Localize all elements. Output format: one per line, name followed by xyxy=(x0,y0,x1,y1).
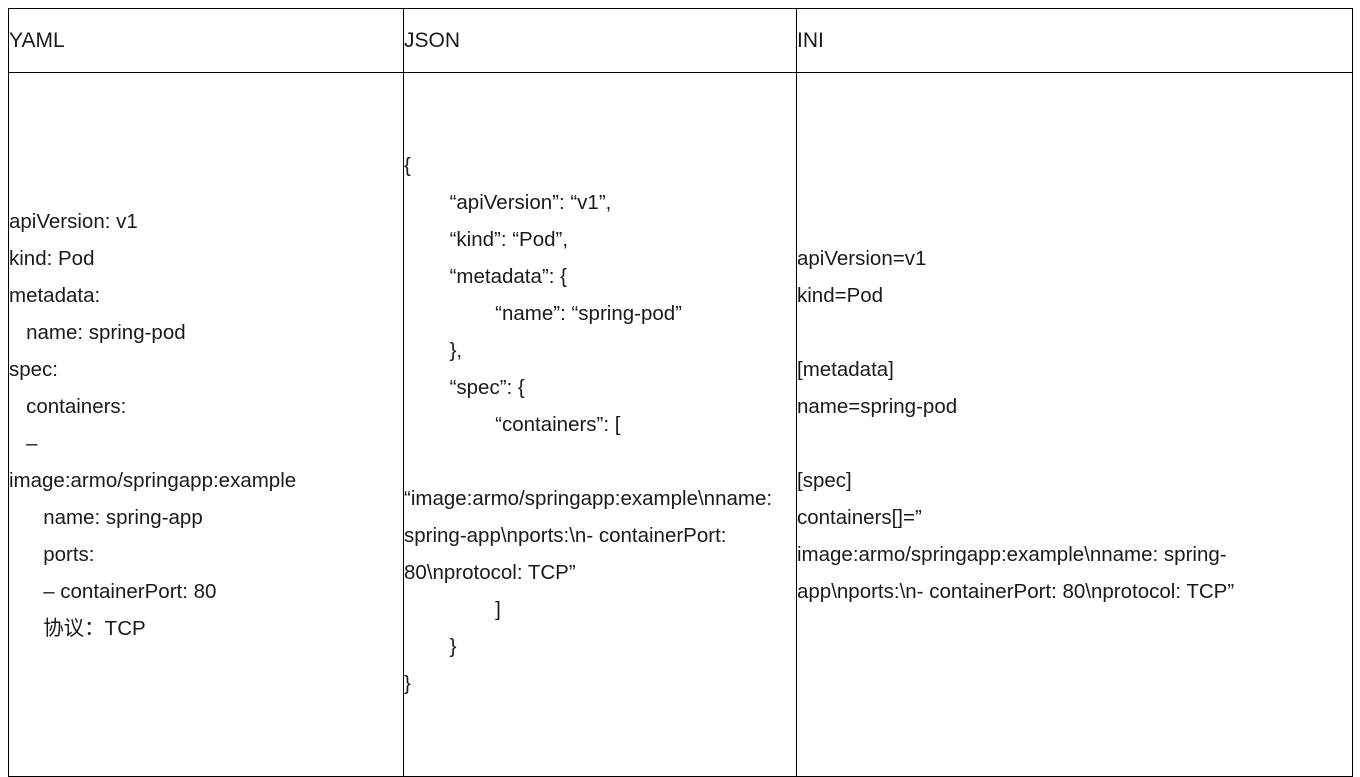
table-header-row: YAML JSON INI xyxy=(8,8,1353,73)
yaml-code-cell: apiVersion: v1 kind: Pod metadata: name:… xyxy=(8,72,404,777)
yaml-code-block: apiVersion: v1 kind: Pod metadata: name:… xyxy=(9,209,297,640)
format-comparison-table: YAML JSON INI apiVersion: v1 kind: Pod m… xyxy=(8,8,1353,777)
ini-code-block: apiVersion=v1 kind=Pod [metadata] name=s… xyxy=(797,246,1235,603)
column-header-yaml: YAML xyxy=(8,8,404,73)
ini-code-cell: apiVersion=v1 kind=Pod [metadata] name=s… xyxy=(796,72,1353,777)
table-body-row: apiVersion: v1 kind: Pod metadata: name:… xyxy=(8,72,1353,777)
column-header-ini: INI xyxy=(796,8,1353,73)
json-code-cell: { “apiVersion”: “v1”, “kind”: “Pod”, “me… xyxy=(403,72,797,777)
format-comparison-sheet: YAML JSON INI apiVersion: v1 kind: Pod m… xyxy=(8,8,1353,777)
json-code-block: { “apiVersion”: “v1”, “kind”: “Pod”, “me… xyxy=(404,154,773,695)
column-header-json: JSON xyxy=(403,8,797,73)
